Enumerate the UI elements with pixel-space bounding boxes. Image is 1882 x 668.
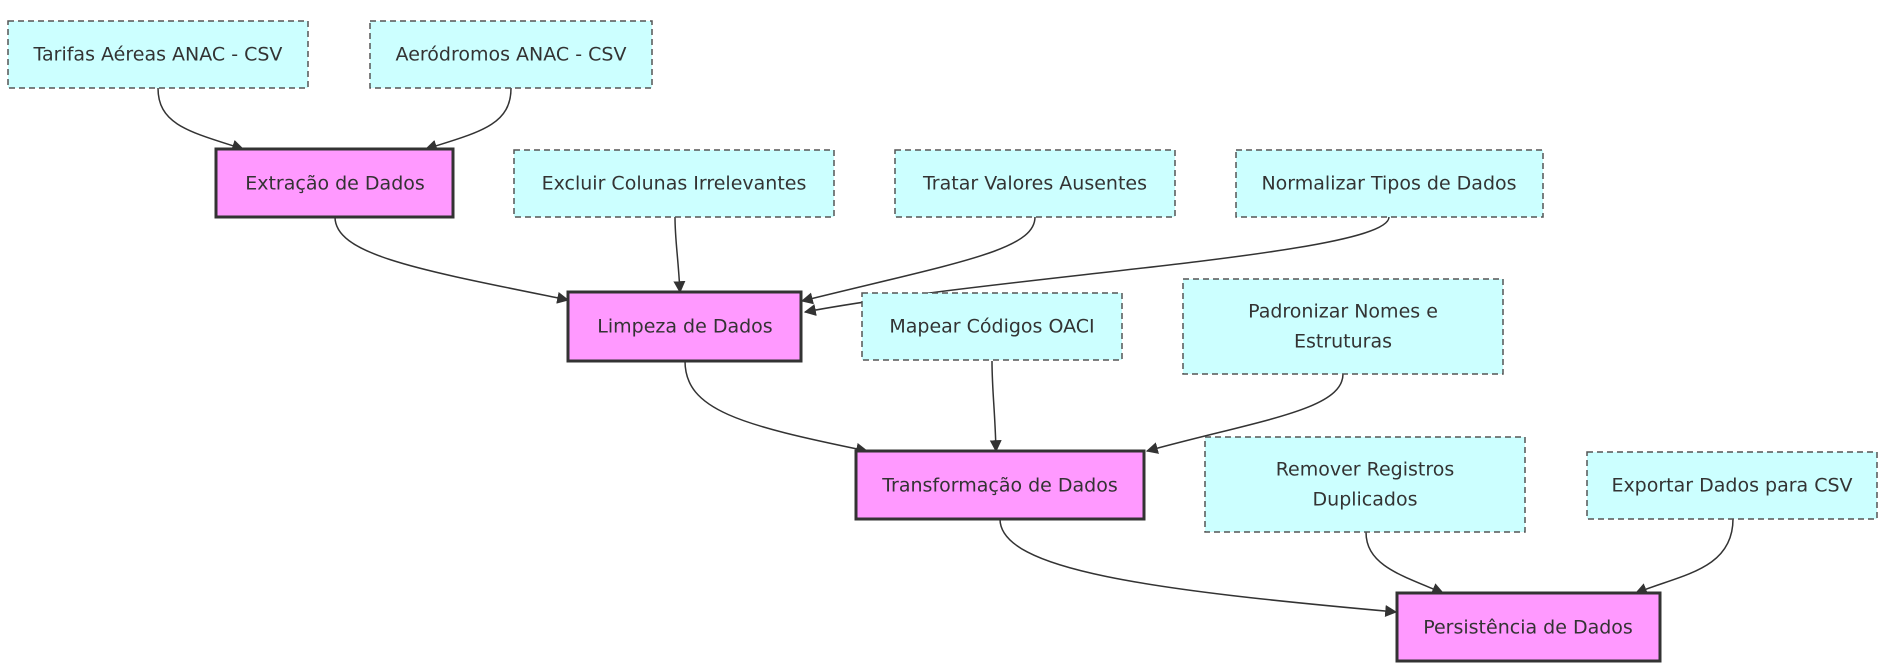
node-aerodromos-csv: Aeródromos ANAC - CSV (369, 20, 653, 89)
edge-tratar-to-limpeza (800, 216, 1036, 305)
node-transformacao-label: Transformação de Dados (881, 475, 1118, 497)
node-exportar-csv-label: Exportar Dados para CSV (1611, 475, 1852, 497)
node-padronizar-nomes-label-line2: Estruturas (1294, 331, 1392, 353)
node-padronizar-nomes: Padronizar Nomes e Estruturas (1182, 278, 1504, 375)
node-remover-duplicados-label-line1: Remover Registros (1276, 459, 1455, 481)
edge-extracao-to-limpeza (334, 216, 570, 304)
edge-transformacao-to-persistencia (999, 518, 1398, 618)
node-excluir-colunas: Excluir Colunas Irrelevantes (513, 149, 835, 218)
node-persistencia-label: Persistência de Dados (1423, 617, 1633, 639)
node-limpeza-label: Limpeza de Dados (597, 316, 772, 338)
edge-tarifas-to-extracao (157, 87, 245, 152)
edge-aerodromos-to-extracao (424, 87, 512, 152)
node-mapear-codigos: Mapear Códigos OACI (861, 292, 1123, 361)
node-tarifas-csv-label: Tarifas Aéreas ANAC - CSV (33, 44, 283, 66)
edge-padronizar-to-transformacao (1145, 373, 1344, 454)
node-extracao-label: Extração de Dados (245, 173, 425, 195)
node-tratar-valores-label: Tratar Valores Ausentes (922, 173, 1147, 195)
node-exportar-csv: Exportar Dados para CSV (1586, 451, 1878, 520)
node-remover-duplicados: Remover Registros Duplicados (1204, 436, 1526, 533)
edge-remover-to-persistencia (1365, 531, 1445, 595)
node-extracao: Extração de Dados (214, 147, 455, 219)
node-transformacao: Transformação de Dados (854, 449, 1146, 521)
node-limpeza: Limpeza de Dados (566, 290, 803, 363)
edge-excluir-to-limpeza (673, 216, 686, 294)
node-persistencia: Persistência de Dados (1395, 591, 1662, 663)
node-tarifas-csv: Tarifas Aéreas ANAC - CSV (7, 20, 309, 89)
edge-exportar-to-persistencia (1634, 518, 1734, 595)
edges (157, 87, 1734, 618)
node-padronizar-nomes-label-line1: Padronizar Nomes e (1248, 301, 1438, 323)
node-remover-duplicados-label-line2: Duplicados (1313, 489, 1418, 511)
edge-mapear-to-transformacao (989, 360, 1002, 453)
node-tratar-valores: Tratar Valores Ausentes (894, 149, 1176, 218)
node-mapear-codigos-label: Mapear Códigos OACI (889, 316, 1094, 338)
node-normalizar-tipos: Normalizar Tipos de Dados (1235, 149, 1544, 218)
node-normalizar-tipos-label: Normalizar Tipos de Dados (1261, 173, 1516, 195)
node-excluir-colunas-label: Excluir Colunas Irrelevantes (542, 173, 807, 195)
node-aerodromos-csv-label: Aeródromos ANAC - CSV (396, 44, 627, 66)
edge-limpeza-to-transformacao (684, 360, 869, 455)
